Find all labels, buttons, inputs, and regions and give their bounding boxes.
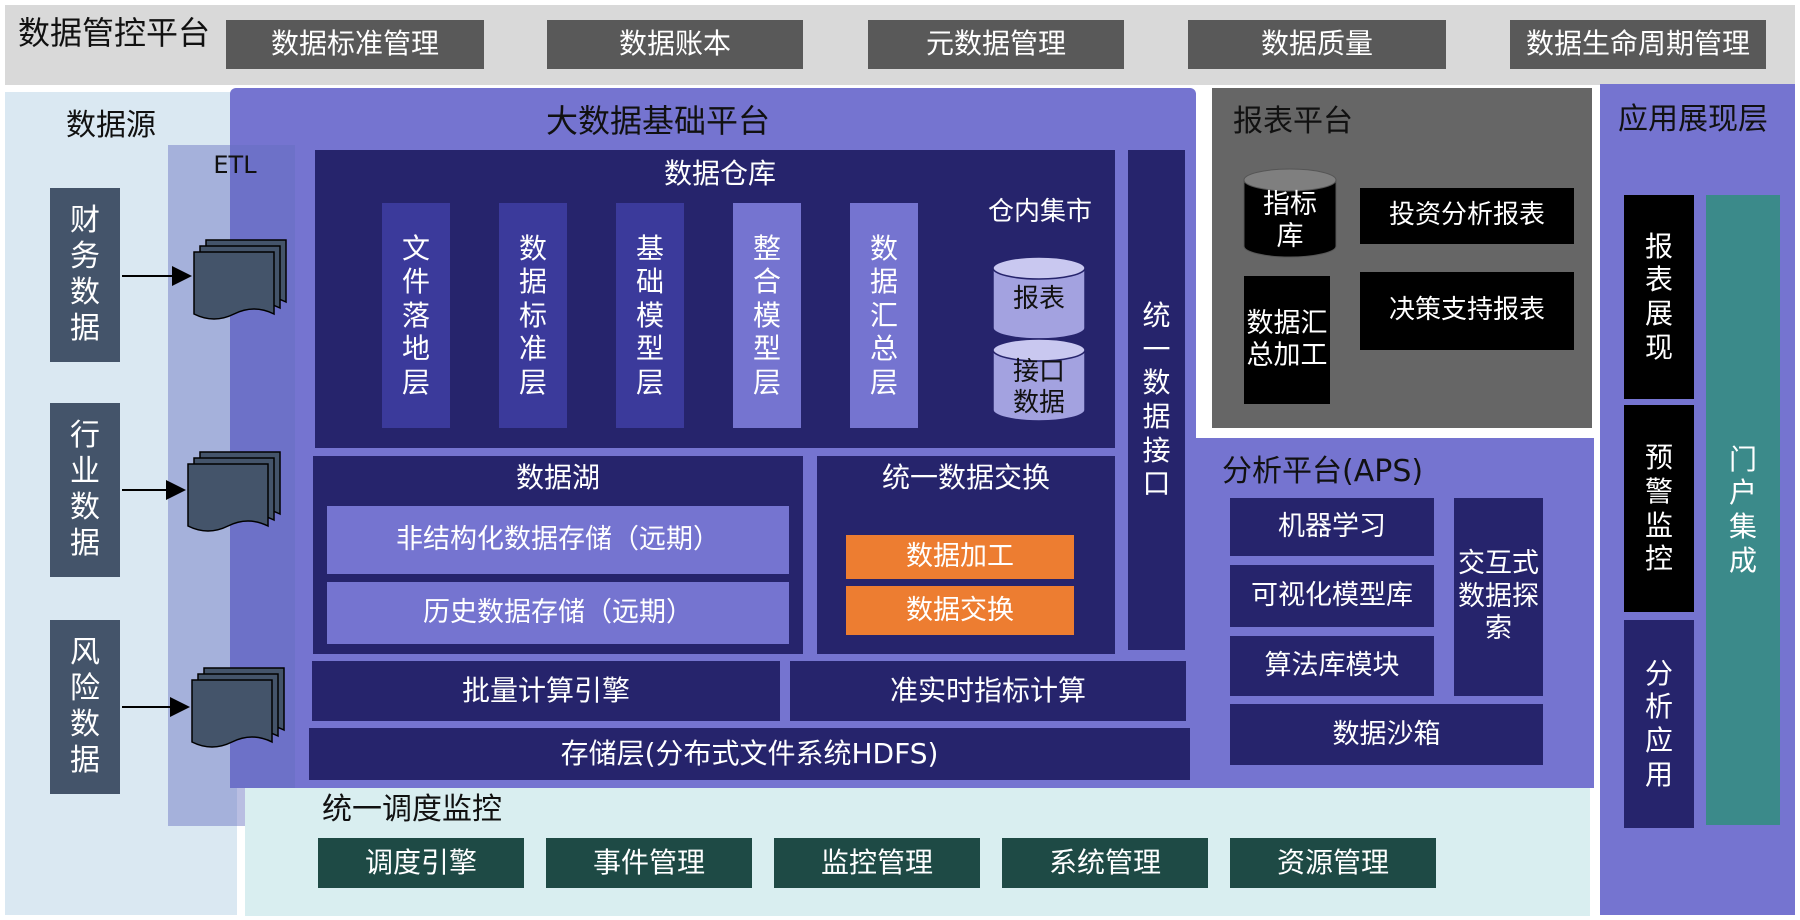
warehouse-layer-standard[interactable]: 数据标准层 [499, 203, 567, 428]
analysis-algorithm-library[interactable]: 算法库模块 [1230, 636, 1434, 696]
unified-data-interface[interactable]: 统一数据接口 [1128, 150, 1185, 650]
governance-item-metadata[interactable]: 元数据管理 [868, 20, 1124, 69]
governance-item-lifecycle[interactable]: 数据生命周期管理 [1510, 20, 1766, 69]
lake-unstructured-storage[interactable]: 非结构化数据存储（远期） [327, 506, 789, 574]
report-platform-title: 报表平台 [1233, 104, 1353, 139]
data-exchange-title: 统一数据交换 [881, 460, 1050, 494]
resource-management[interactable]: 资源管理 [1230, 838, 1436, 888]
mart-report[interactable]: 报表 [1012, 284, 1065, 315]
system-management[interactable]: 系统管理 [1002, 838, 1208, 888]
etl-band [168, 145, 295, 826]
analysis-interactive-exploration[interactable]: 交互式数据探索 [1454, 498, 1543, 696]
report-investment-analysis[interactable]: 投资分析报表 [1360, 188, 1574, 244]
lake-history-storage[interactable]: 历史数据存储（远期） [327, 582, 789, 644]
data-lake-title: 数据湖 [515, 460, 600, 494]
indicator-db[interactable]: 指标库 [1262, 188, 1317, 252]
warehouse-layer-integration[interactable]: 整合模型层 [733, 203, 801, 428]
app-warning-monitor[interactable]: 预警监控 [1624, 405, 1694, 612]
batch-compute-engine[interactable]: 批量计算引擎 [312, 661, 780, 721]
data-source-title: 数据源 [66, 108, 156, 143]
mart-title: 仓内集市 [987, 197, 1092, 228]
data-warehouse-title: 数据仓库 [663, 156, 776, 190]
source-risk[interactable]: 风险数据 [50, 620, 120, 794]
analysis-machine-learning[interactable]: 机器学习 [1230, 498, 1434, 556]
etl-label: ETL [213, 151, 257, 180]
source-finance[interactable]: 财务数据 [50, 188, 120, 362]
analysis-data-sandbox[interactable]: 数据沙箱 [1230, 704, 1543, 765]
app-analysis-application[interactable]: 分析应用 [1624, 620, 1694, 828]
schedule-engine[interactable]: 调度引擎 [318, 838, 524, 888]
app-layer-title: 应用展现层 [1618, 102, 1768, 137]
app-report-display[interactable]: 报表展现 [1624, 195, 1694, 399]
analysis-visual-model-library[interactable]: 可视化模型库 [1230, 565, 1434, 627]
exchange-data-processing[interactable]: 数据加工 [846, 535, 1074, 579]
bigdata-platform-title: 大数据基础平台 [546, 102, 771, 140]
app-portal-integration[interactable]: 门户集成 [1706, 195, 1780, 825]
report-data-summary[interactable]: 数据汇总加工 [1244, 276, 1330, 404]
mart-interface-data[interactable]: 接口数据 [1012, 356, 1065, 418]
governance-title: 数据管控平台 [18, 13, 211, 52]
analysis-platform-title: 分析平台(APS) [1222, 454, 1424, 489]
governance-item-ledger[interactable]: 数据账本 [547, 20, 803, 69]
governance-item-quality[interactable]: 数据质量 [1188, 20, 1446, 69]
realtime-metric-compute[interactable]: 准实时指标计算 [790, 661, 1186, 721]
report-decision-support[interactable]: 决策支持报表 [1360, 272, 1574, 350]
scheduling-title: 统一调度监控 [322, 792, 502, 827]
warehouse-layer-base-model[interactable]: 基础模型层 [616, 203, 684, 428]
source-industry[interactable]: 行业数据 [50, 403, 120, 577]
governance-item-standard[interactable]: 数据标准管理 [226, 20, 484, 69]
monitoring-management[interactable]: 监控管理 [774, 838, 980, 888]
exchange-data-exchange[interactable]: 数据交换 [846, 586, 1074, 635]
warehouse-layer-summary[interactable]: 数据汇总层 [850, 203, 918, 428]
storage-layer-hdfs[interactable]: 存储层(分布式文件系统HDFS) [309, 728, 1190, 780]
event-management[interactable]: 事件管理 [546, 838, 752, 888]
warehouse-layer-landing[interactable]: 文件落地层 [382, 203, 450, 428]
